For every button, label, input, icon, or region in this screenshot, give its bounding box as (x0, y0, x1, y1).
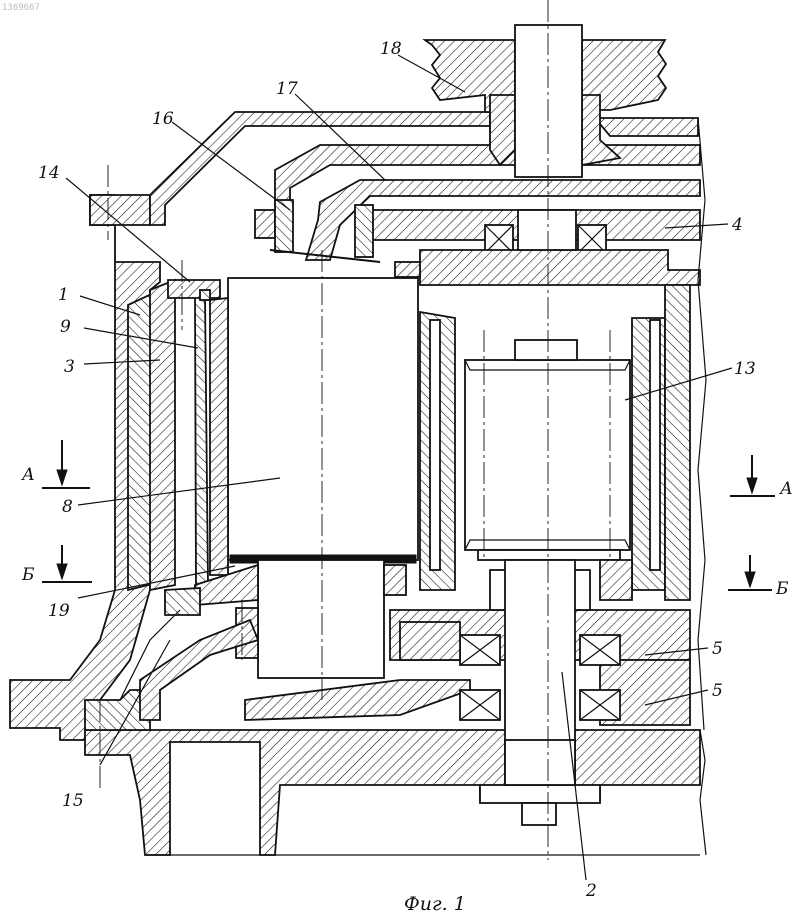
callout-5-lower: 5 (712, 681, 723, 701)
callout-3: 3 (64, 357, 75, 377)
callout-18: 18 (380, 39, 402, 59)
section-label-A-left: А (21, 465, 35, 485)
figure-caption: Фиг. 1 (404, 893, 466, 915)
callout-15: 15 (62, 791, 84, 811)
callout-8: 8 (62, 497, 73, 517)
section-label-B-right: Б (775, 579, 789, 599)
section-mark-B-right: Б (728, 555, 789, 599)
section-mark-A-right: А (730, 455, 793, 499)
callout-13: 13 (734, 359, 756, 379)
callout-14: 14 (38, 163, 60, 183)
section-label-A-right: А (779, 479, 793, 499)
callout-19: 19 (48, 601, 70, 621)
callout-5-upper: 5 (712, 639, 723, 659)
section-mark-B-left: Б (21, 545, 92, 585)
callout-2: 2 (585, 881, 597, 901)
base-plate (85, 730, 706, 855)
watermark-text: 1369667 (2, 3, 40, 13)
callout-9: 9 (60, 317, 71, 337)
inner-housing-3 (128, 280, 220, 590)
callout-1: 1 (58, 285, 69, 305)
callout-4: 4 (731, 215, 743, 235)
section-mark-A-left: А (21, 440, 90, 488)
motor-13 (465, 285, 690, 600)
section-label-B-left: Б (21, 565, 35, 585)
callout-16: 16 (152, 109, 174, 129)
callout-17: 17 (276, 79, 298, 99)
